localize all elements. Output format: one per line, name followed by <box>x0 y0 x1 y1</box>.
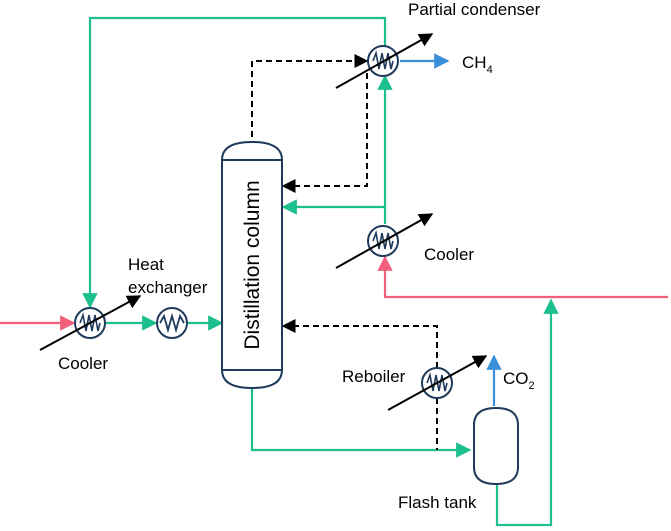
control-condenser-to-column <box>281 73 368 193</box>
process-streams <box>82 16 559 527</box>
co2-label: CO2 <box>503 369 535 392</box>
partial-condenser-label: Partial condenser <box>408 0 541 19</box>
product-streams <box>400 53 502 406</box>
heat-exchanger-label-line1: Heat <box>128 255 164 274</box>
hot-streams <box>0 255 668 331</box>
control-top-to-condenser <box>251 54 369 147</box>
heat-exchanger-label-line2: exchanger <box>128 278 208 297</box>
flash-tank-label: Flash tank <box>398 493 477 512</box>
control-reboiler-to-column <box>281 319 438 368</box>
reboiler-icon <box>387 355 488 411</box>
stream-column-bottom-to-flash <box>250 383 472 458</box>
distillation-column-icon: Distillation column <box>221 140 283 390</box>
flash-tank-icon <box>473 406 519 486</box>
distillation-column-label: Distillation column <box>241 180 264 349</box>
cooler-left-label: Cooler <box>58 354 108 373</box>
cooler-right-icon <box>335 213 434 269</box>
hot-recycle-line <box>377 255 668 299</box>
partial-condenser-icon <box>335 33 434 89</box>
stream-cooling-loop <box>82 16 387 309</box>
control-lines <box>251 54 438 450</box>
heat-exchanger-icon <box>156 307 188 339</box>
reboiler-label: Reboiler <box>342 367 406 386</box>
stream-flash-bottom-recycle <box>495 298 559 527</box>
ch4-label: CH4 <box>462 53 493 76</box>
cooler-right-label: Cooler <box>424 245 474 264</box>
cooler-left-icon <box>39 295 142 351</box>
